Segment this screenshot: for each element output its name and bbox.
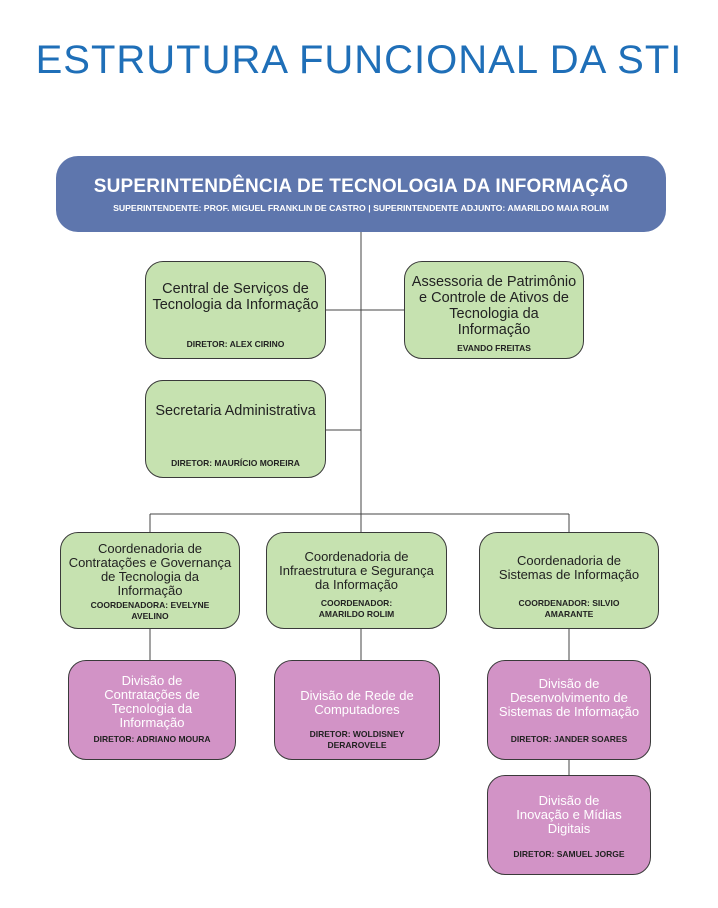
div-desenvolvimento-name: Divisão de Desenvolvimento de Sistemas d… xyxy=(498,676,640,719)
coord-contratacoes-box: Coordenadoria de Contratações e Governan… xyxy=(60,532,240,629)
coord-infra-director: COORDENADOR: AMARILDO ROLIM xyxy=(318,598,395,619)
div-rede-name: Divisão de Rede de Computadores xyxy=(300,688,414,717)
div-rede-director: DIRETOR: WOLDISNEY DERAROVELE xyxy=(309,729,405,750)
secretaria-name: Secretaria Administrativa xyxy=(155,403,316,419)
superintendencia-name: SUPERINTENDÊNCIA DE TECNOLOGIA DA INFORM… xyxy=(93,176,629,197)
coord-sistemas-name: Coordenadoria de Sistemas de Informação xyxy=(498,553,640,582)
div-inovacao-name: Divisão de Inovação e Mídias Digitais xyxy=(516,793,622,836)
div-contratacoes-director: DIRETOR: ADRIANO MOURA xyxy=(93,734,211,744)
coord-contratacoes-director: COORDENADORA: EVELYNE AVELINO xyxy=(90,600,210,621)
superintendencia-box: SUPERINTENDÊNCIA DE TECNOLOGIA DA INFORM… xyxy=(56,156,666,232)
div-rede-box: Divisão de Rede de Computadores DIRETOR:… xyxy=(274,660,440,760)
coord-contratacoes-name: Coordenadoria de Contratações e Governan… xyxy=(68,541,232,598)
div-inovacao-director: DIRETOR: SAMUEL JORGE xyxy=(513,849,625,859)
coord-infra-name: Coordenadoria de Infraestrutura e Segura… xyxy=(279,549,434,592)
div-desenvolvimento-box: Divisão de Desenvolvimento de Sistemas d… xyxy=(487,660,651,760)
assessoria-director: EVANDO FREITAS xyxy=(457,343,531,353)
superintendencia-subtitle: SUPERINTENDENTE: PROF. MIGUEL FRANKLIN D… xyxy=(113,203,609,213)
div-desenvolvimento-director: DIRETOR: JANDER SOARES xyxy=(510,734,628,744)
secretaria-director: DIRETOR: MAURÍCIO MOREIRA xyxy=(171,458,300,468)
central-servicos-box: Central de Serviços de Tecnologia da Inf… xyxy=(145,261,326,359)
div-contratacoes-name: Divisão de Contratações de Tecnologia da… xyxy=(104,673,200,730)
coord-sistemas-box: Coordenadoria de Sistemas de Informação … xyxy=(479,532,659,629)
assessoria-box: Assessoria de Patrimônio e Controle de A… xyxy=(404,261,584,359)
central-servicos-director: DIRETOR: ALEX CIRINO xyxy=(186,339,285,349)
div-inovacao-box: Divisão de Inovação e Mídias Digitais DI… xyxy=(487,775,651,875)
assessoria-name: Assessoria de Patrimônio e Controle de A… xyxy=(411,274,577,338)
coord-infra-box: Coordenadoria de Infraestrutura e Segura… xyxy=(266,532,447,629)
coord-sistemas-director: COORDENADOR: SILVIO AMARANTE xyxy=(518,598,620,619)
central-servicos-name: Central de Serviços de Tecnologia da Inf… xyxy=(152,281,319,313)
secretaria-box: Secretaria Administrativa DIRETOR: MAURÍ… xyxy=(145,380,326,478)
page-title: ESTRUTURA FUNCIONAL DA STI xyxy=(35,38,683,82)
div-contratacoes-box: Divisão de Contratações de Tecnologia da… xyxy=(68,660,236,760)
